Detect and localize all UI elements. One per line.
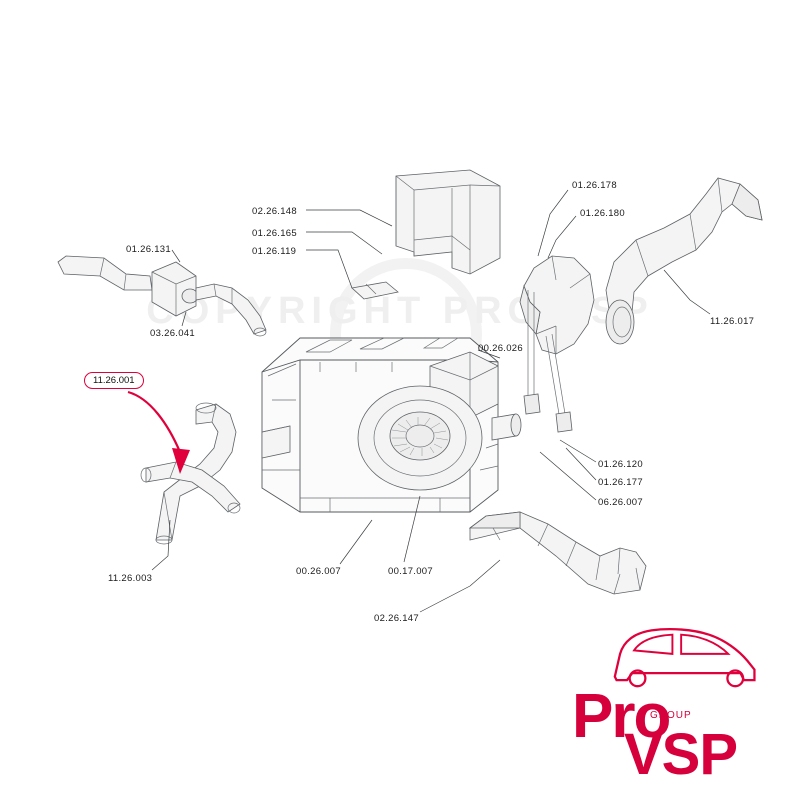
logo-vsp-text: VSP [624,722,738,787]
part-label: 02.26.147 [374,613,419,624]
part-lower-duct [468,511,647,595]
leader-lines [151,189,711,613]
highlighted-part-callout: 11.26.001 [84,372,144,389]
part-label: 01.26.178 [572,180,617,191]
brand-logo: Pro GROUP VSP [572,618,782,784]
part-air-flap [351,281,399,300]
logo-pro-text: Pro [572,682,671,751]
part-label: 06.26.007 [598,497,643,508]
part-label: 00.17.007 [388,566,433,577]
part-label: 00.26.026 [478,343,523,354]
part-label: 01.26.119 [252,246,297,257]
highlight-arrow [127,390,190,474]
part-air-duct-right [605,177,763,345]
part-heater-box [261,337,522,513]
logo-group-text: GROUP [650,710,692,721]
part-label: 03.26.041 [150,328,195,339]
part-label: 01.26.180 [580,208,625,219]
part-label: 00.26.007 [296,566,341,577]
part-label: 11.26.003 [108,573,153,584]
part-hose-assembly-highlighted [140,402,241,545]
part-label: 01.26.177 [598,477,643,488]
part-label: 02.26.148 [252,206,297,217]
part-heater-valve-hoses [57,255,267,337]
part-label: 01.26.131 [126,244,171,255]
part-label: 11.26.017 [710,316,755,327]
part-label: 01.26.120 [598,459,643,470]
car-outline-icon [613,628,756,688]
part-air-intake-duct [395,169,501,275]
part-label: 01.26.165 [252,228,297,239]
part-fan-housing-right [519,255,595,433]
